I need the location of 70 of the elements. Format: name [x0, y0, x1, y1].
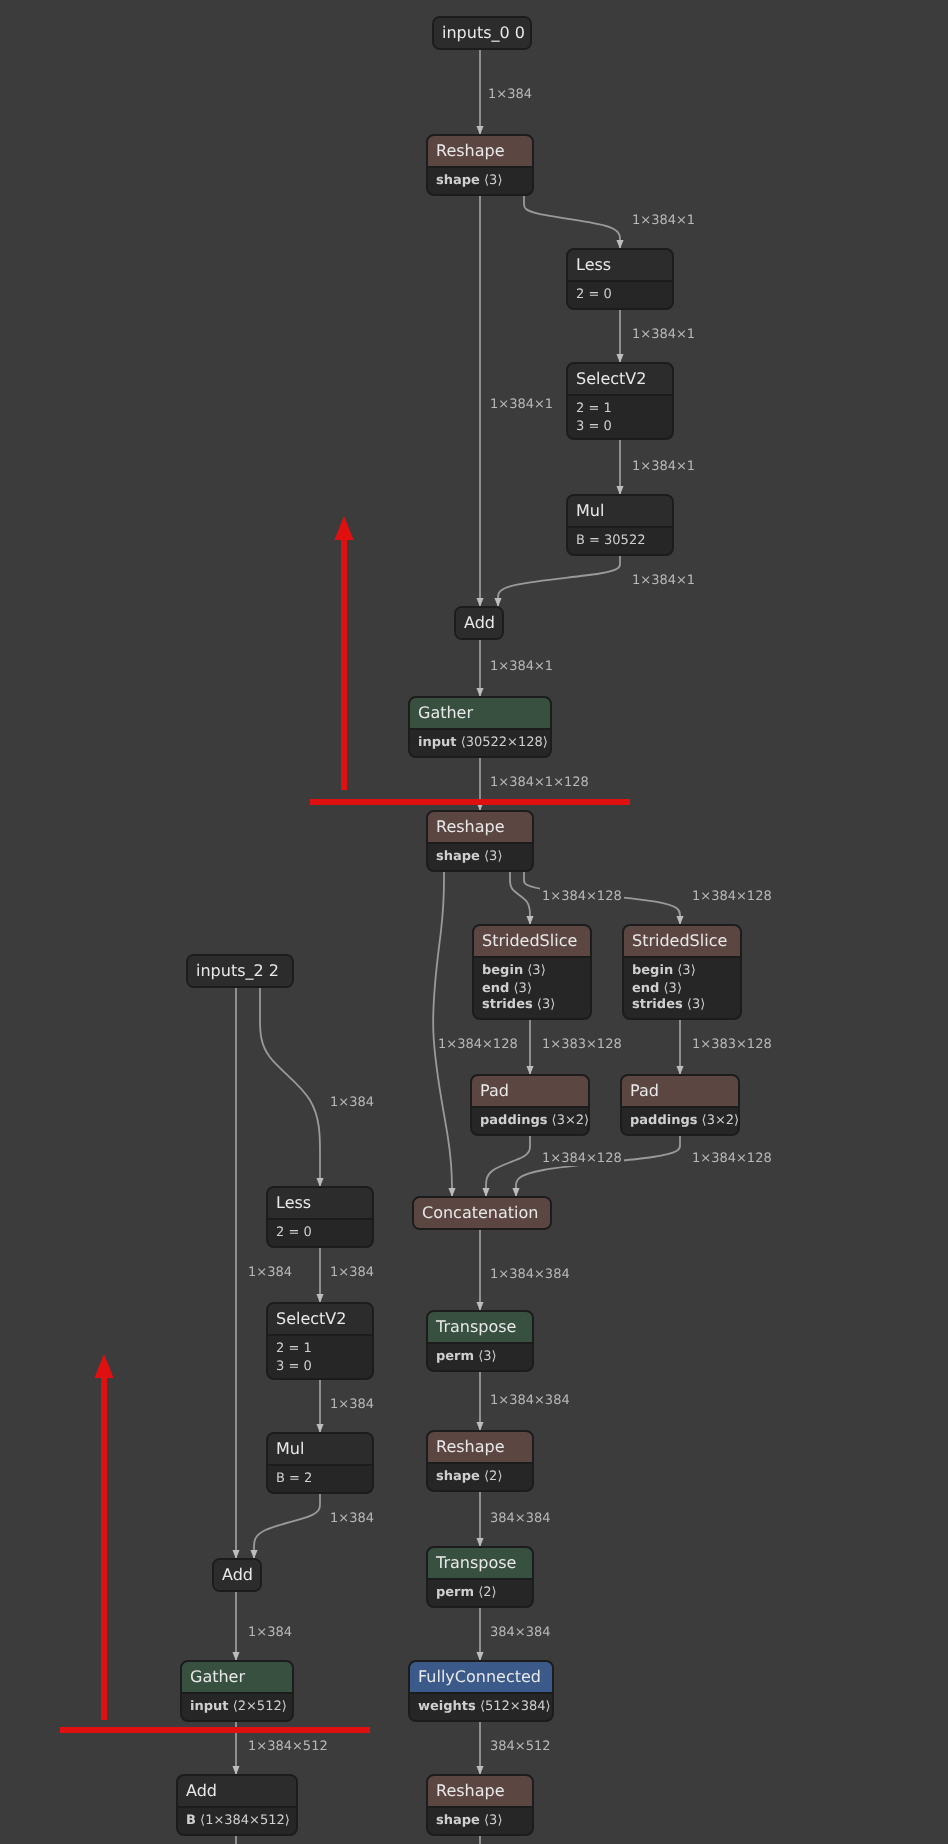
operator-node [408, 1660, 554, 1721]
operator-node [176, 1774, 298, 1835]
connector-arrow [476, 1607, 484, 1661]
connector-arrow [232, 1591, 240, 1661]
operator-node [266, 1302, 374, 1380]
connector-arrow [509, 871, 534, 925]
node-title: Mul [568, 496, 672, 526]
connector-arrow [476, 1371, 484, 1431]
operator-node [472, 924, 592, 1019]
connector-arrow [476, 49, 484, 135]
node-title: Transpose [428, 1312, 532, 1342]
operator-node [426, 1310, 534, 1371]
node-title: Transpose [428, 1548, 532, 1578]
connector-arrow [616, 439, 624, 495]
node-title: Less [268, 1188, 372, 1218]
connector-arrow [526, 1019, 534, 1075]
operator-node [408, 696, 552, 757]
connector-arrow [316, 1247, 324, 1303]
operator-node [426, 810, 534, 871]
connector-arrow [316, 1379, 324, 1433]
connector-arrow [259, 987, 324, 1187]
node-title: Gather [182, 1662, 292, 1692]
operator-node [566, 494, 674, 555]
connector-arrow [432, 871, 456, 1197]
node-title: Reshape [428, 812, 532, 842]
node-title: Less [568, 250, 672, 280]
node-title: Pad [622, 1076, 738, 1106]
node-title: StridedSlice [624, 926, 740, 956]
node-title: inputs_0 0 [434, 18, 530, 48]
connector-arrow [476, 1491, 484, 1547]
operator-node [266, 1186, 374, 1247]
node-title: FullyConnected [410, 1662, 552, 1692]
node-title: Reshape [428, 1432, 532, 1462]
node-title: Reshape [428, 136, 532, 166]
operator-node [426, 1430, 534, 1491]
node-title: Gather [410, 698, 550, 728]
connector-arrow [676, 1019, 684, 1075]
operator-node [426, 134, 534, 195]
node-title: SelectV2 [268, 1304, 372, 1334]
connector-arrow [523, 195, 624, 249]
connector-arrow [476, 757, 484, 811]
operator-node [266, 1432, 374, 1493]
operator-node [620, 1074, 740, 1135]
connector-arrow [476, 639, 484, 697]
connector-arrow [476, 1721, 484, 1775]
operator-node [622, 924, 742, 1019]
connector-arrow [482, 1135, 531, 1197]
operator-node [566, 362, 674, 440]
operator-node [426, 1546, 534, 1607]
connector-arrow [476, 1229, 484, 1311]
node-title: StridedSlice [474, 926, 590, 956]
node-title: SelectV2 [568, 364, 672, 394]
node-title: inputs_2 2 [188, 956, 292, 986]
operator-node [470, 1074, 590, 1135]
node-title: Pad [472, 1076, 588, 1106]
operator-node [566, 248, 674, 309]
node-title: Concatenation [414, 1198, 550, 1228]
node-title: Add [456, 608, 502, 638]
operator-node [180, 1660, 294, 1721]
connector-arrow [494, 555, 621, 607]
operator-node [426, 1774, 534, 1835]
node-title: Add [214, 1560, 260, 1590]
node-title: Add [178, 1776, 296, 1806]
connector-arrow [250, 1493, 321, 1559]
connector-arrow [232, 1721, 240, 1775]
node-title: Reshape [428, 1776, 532, 1806]
connector-arrow [476, 195, 484, 607]
connector-arrow [232, 987, 240, 1559]
node-title: Mul [268, 1434, 372, 1464]
connector-arrow [616, 309, 624, 363]
